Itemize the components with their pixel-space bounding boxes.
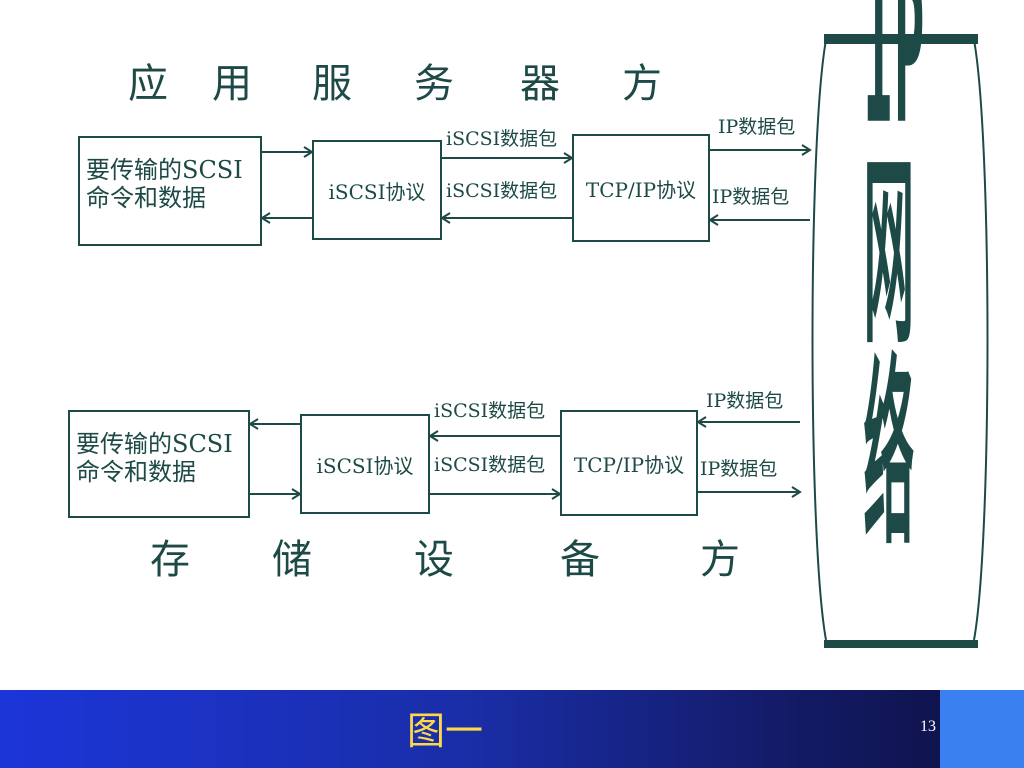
bottom-title-char: 备 (560, 537, 600, 583)
top-tcpip-protocol-box: TCP/IP协议 (572, 134, 710, 242)
bottom-iscsi-packet-label: iSCSI数据包 (434, 400, 546, 422)
top-title-char: 务 (414, 61, 454, 107)
bottom-tcpip-protocol-label: TCP/IP协议 (573, 452, 685, 477)
arrow-head (696, 416, 707, 428)
page-number: 13 (920, 718, 936, 735)
bottom-iscsi-packet-label: iSCSI数据包 (434, 454, 546, 476)
top-iscsi-protocol-box: iSCSI协议 (312, 140, 442, 240)
bottom-source-line: 要传输的SCSI (76, 430, 233, 458)
top-source-line: 要传输的SCSI (86, 156, 243, 184)
bottom-title-char: 设 (414, 537, 454, 583)
top-source-box: 要传输的SCSI 命令和数据 (78, 136, 262, 246)
top-tcpip-protocol-label: TCP/IP协议 (585, 177, 697, 202)
top-title-char: 方 (622, 61, 662, 107)
arrow-head (248, 418, 259, 430)
connector-lines (248, 34, 989, 648)
figure-caption: 图一 (406, 709, 483, 753)
bottom-ip-packet-label: IP数据包 (706, 390, 784, 412)
top-ip-packet-label: IP数据包 (718, 116, 796, 138)
top-title-char: 器 (520, 61, 560, 107)
bottom-title-char: 方 (700, 537, 740, 583)
top-iscsi-packet-label: iSCSI数据包 (446, 180, 558, 202)
bottom-iscsi-protocol-box: iSCSI协议 (300, 414, 430, 514)
arrow-head (428, 430, 439, 442)
ip-network-cylinder (811, 34, 989, 648)
slide-footer: 图一 13 (0, 690, 1024, 768)
arrow-head (708, 214, 719, 226)
bottom-ip-packet-label: IP数据包 (700, 458, 778, 480)
footer-accent-block (940, 690, 1024, 768)
bottom-title-char: 储 (272, 537, 312, 583)
bottom-title-char: 存 (150, 537, 190, 583)
top-title-char: 应 (128, 61, 168, 107)
arrow-head (791, 486, 802, 498)
bottom-tcpip-protocol-box: TCP/IP协议 (560, 410, 698, 516)
top-title-char: 用 (212, 61, 252, 107)
bottom-iscsi-protocol-label: iSCSI协议 (316, 453, 414, 478)
top-iscsi-packet-label: iSCSI数据包 (446, 128, 558, 150)
arrow-head (440, 212, 451, 224)
top-title-char: 服 (312, 61, 352, 107)
arrow-head (801, 144, 812, 156)
arrow-head (260, 212, 271, 224)
top-source-line: 命令和数据 (86, 184, 206, 212)
bottom-source-box: 要传输的SCSI 命令和数据 (68, 410, 250, 518)
top-ip-packet-label: IP数据包 (712, 186, 790, 208)
ip-network-label: IP网络 (863, 0, 925, 574)
bottom-source-line: 命令和数据 (76, 458, 196, 486)
diagram-stage: 应 用 服 务 器 方 存 储 设 备 方 (68, 0, 989, 648)
top-iscsi-protocol-label: iSCSI协议 (328, 179, 426, 204)
